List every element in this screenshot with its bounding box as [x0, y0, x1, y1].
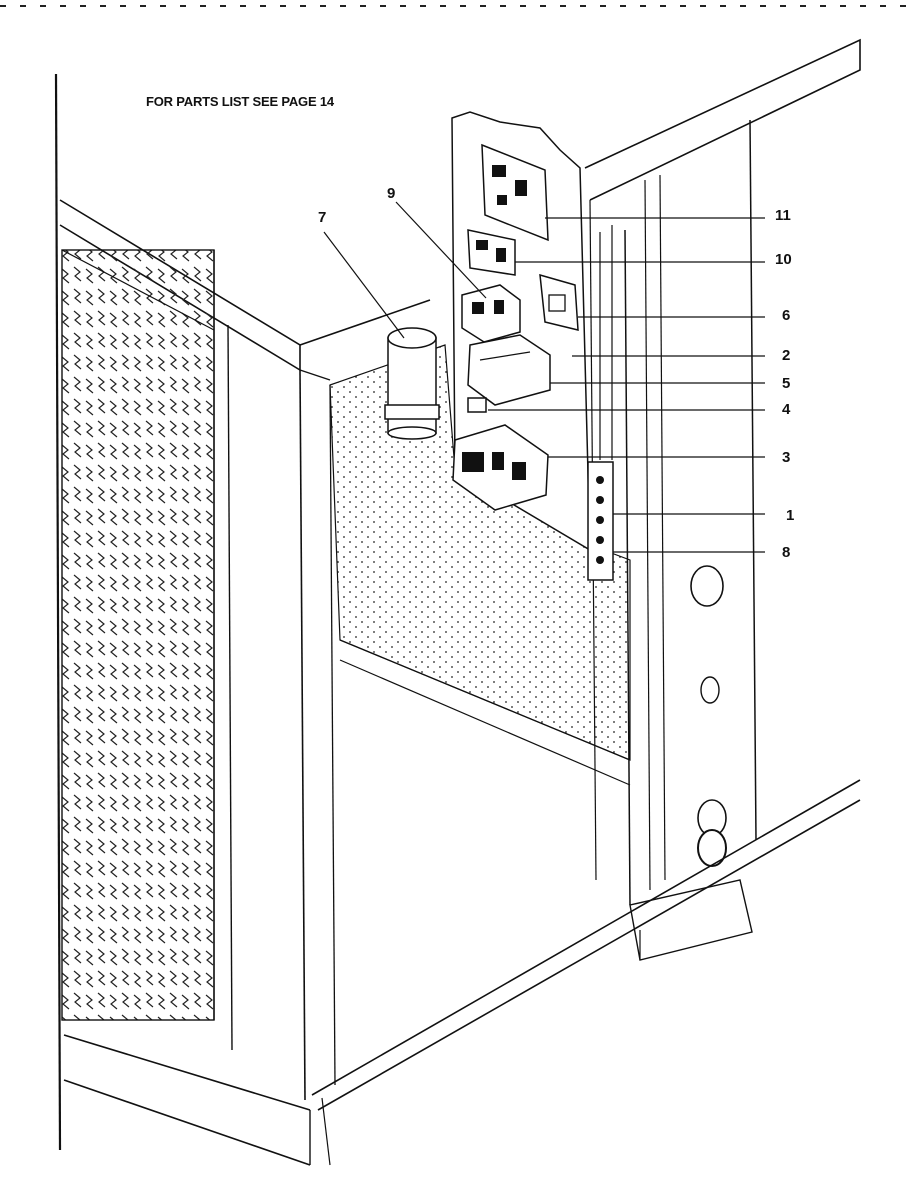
- callout-3: 3: [782, 449, 791, 466]
- corner-post: [584, 38, 861, 201]
- terminal-strip: [587, 461, 614, 581]
- callout-6: 6: [782, 307, 791, 324]
- small-part: [467, 397, 487, 413]
- cabinet-left-edge: [54, 73, 62, 1151]
- callout-9: 9: [387, 185, 396, 202]
- callout-5: 5: [782, 375, 791, 392]
- callout-10: 10: [775, 251, 792, 268]
- base-rail: [311, 779, 861, 1096]
- callout-1: 1: [786, 507, 795, 524]
- relay: [467, 229, 516, 276]
- callout-7: 7: [318, 209, 327, 226]
- parts-list-note: FOR PARTS LIST SEE PAGE 14: [146, 94, 334, 109]
- callout-11: 11: [775, 207, 791, 224]
- top-board: [481, 143, 549, 242]
- control-block: [452, 424, 549, 511]
- callout-8: 8: [782, 544, 791, 561]
- capacitor: [384, 327, 440, 440]
- switch: [539, 273, 579, 331]
- leader-lines: [323, 201, 765, 553]
- coil-grille: [61, 249, 215, 1021]
- callout-2: 2: [782, 347, 791, 364]
- callout-4: 4: [782, 401, 791, 418]
- transformer: [467, 334, 551, 406]
- contactor: [461, 284, 521, 343]
